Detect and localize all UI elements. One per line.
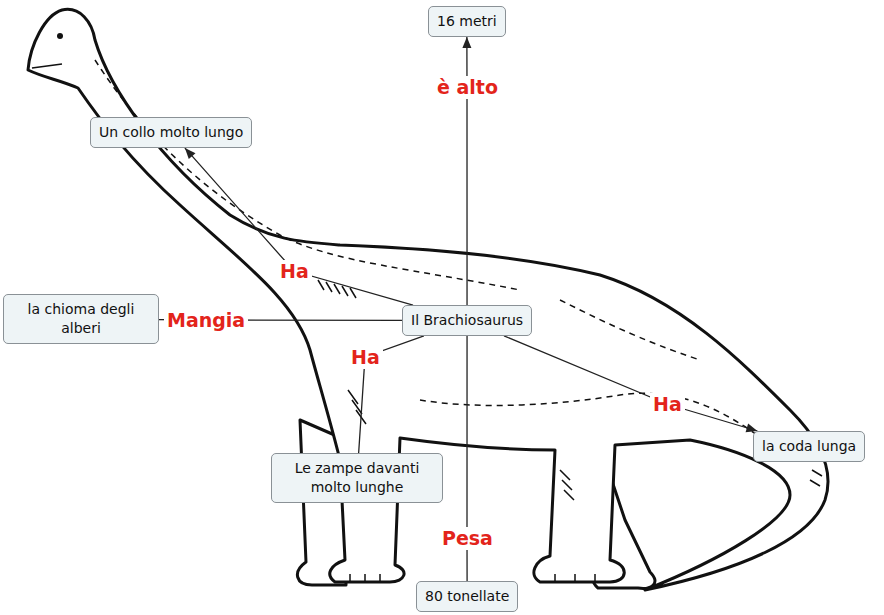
link-label: Pesa — [439, 527, 496, 550]
concept-box: Un collo molto lungo — [90, 117, 252, 148]
concept-text: Le zampe davanti molto lunghe — [280, 459, 434, 497]
arrow-head — [185, 148, 196, 159]
connector-line — [504, 336, 757, 431]
body-contour — [95, 60, 520, 290]
concept-box: la coda lunga — [753, 431, 865, 462]
concept-box: la chioma degli alberi — [3, 294, 159, 344]
link-label: Mangia — [164, 309, 248, 332]
link-label: Ha — [348, 346, 383, 369]
dinosaur-eye — [57, 33, 63, 39]
connector-line — [185, 148, 413, 305]
concept-text: la chioma degli alberi — [12, 300, 150, 338]
arrow-head — [462, 37, 471, 48]
body-contour — [560, 300, 700, 360]
concept-box: Il Brachiosaurus — [402, 305, 532, 336]
body-contour — [420, 393, 790, 460]
concept-text: 16 metri — [437, 12, 497, 31]
concept-box: Le zampe davanti molto lunghe — [271, 453, 443, 503]
concept-box: 16 metri — [428, 6, 506, 37]
concept-text: Un collo molto lungo — [99, 123, 243, 142]
link-label: è alto — [434, 76, 501, 99]
concept-text: la coda lunga — [762, 437, 856, 456]
concept-text: 80 tonellate — [425, 587, 509, 606]
link-label: Ha — [650, 393, 685, 416]
concept-text: Il Brachiosaurus — [411, 311, 523, 330]
concept-box: 80 tonellate — [416, 581, 518, 612]
link-label: Ha — [277, 260, 312, 283]
mouth-line — [32, 64, 62, 68]
